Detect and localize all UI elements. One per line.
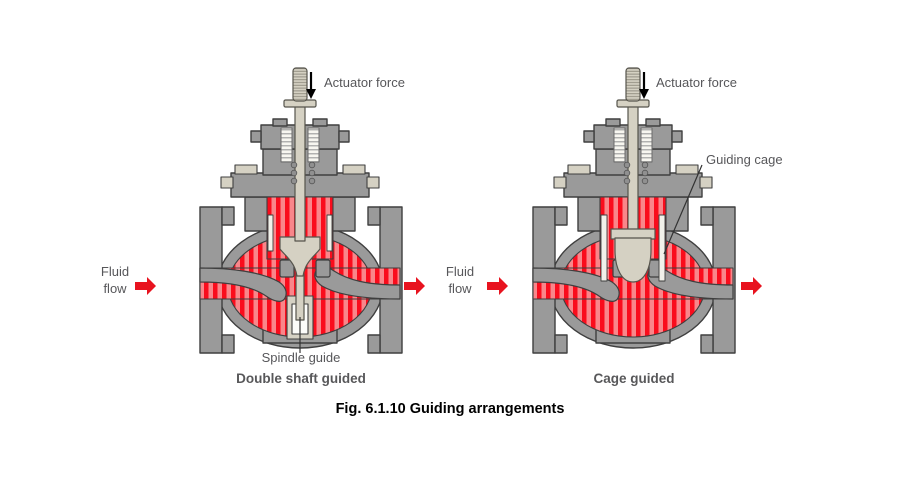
- fluid-flow-arrow-left-outlet: [404, 277, 425, 295]
- bonnet-bolts: [220, 164, 380, 189]
- valve-diagram-cage: [532, 67, 736, 354]
- spindle-thread: [292, 67, 308, 102]
- guiding-cage-label: Guiding cage: [706, 152, 783, 167]
- packing-gland: [280, 127, 320, 185]
- valve-diagram-double-shaft: [199, 67, 403, 354]
- fluid-flow-arrow-right-inlet: [487, 277, 508, 295]
- figure-caption: Fig. 6.1.10 Guiding arrangements: [335, 401, 565, 417]
- actuator-force-arrow: [639, 72, 649, 99]
- guiding-cage-pointer-line: [663, 164, 703, 255]
- fluid-flow-line1: Fluid: [445, 264, 475, 279]
- spindle: [627, 100, 639, 236]
- spindle-thread: [625, 67, 641, 102]
- bonnet-bolts: [553, 164, 713, 189]
- fluid-flow-line2: flow: [448, 281, 472, 296]
- fluid-flow-arrow-left-inlet: [135, 277, 156, 295]
- left-valve-title: Double shaft guided: [236, 371, 366, 386]
- valve-plug: [614, 237, 652, 283]
- plug-lower-stem: [295, 273, 305, 321]
- actuator-force-label-left: Actuator force: [324, 75, 405, 90]
- packing-gland: [613, 127, 653, 185]
- fluid-flow-line2: flow: [103, 281, 127, 296]
- neck-guides: [267, 214, 333, 252]
- spindle-guide-label: Spindle guide: [261, 350, 341, 365]
- flow-partitions: [532, 259, 734, 302]
- fluid-flow-arrow-right-outlet: [741, 277, 762, 295]
- actuator-force-arrow: [306, 72, 316, 99]
- spindle: [294, 100, 306, 242]
- actuator-force-label-right: Actuator force: [656, 75, 737, 90]
- valve-plug: [279, 236, 321, 277]
- fluid-flow-label-left: Fluid flow: [85, 263, 145, 297]
- flow-partitions: [199, 259, 401, 302]
- guiding-cage-walls: [600, 214, 666, 282]
- fluid-flow-line1: Fluid: [100, 264, 130, 279]
- fluid-flow-label-middle: Fluid flow: [430, 263, 490, 297]
- right-valve-title: Cage guided: [593, 371, 675, 386]
